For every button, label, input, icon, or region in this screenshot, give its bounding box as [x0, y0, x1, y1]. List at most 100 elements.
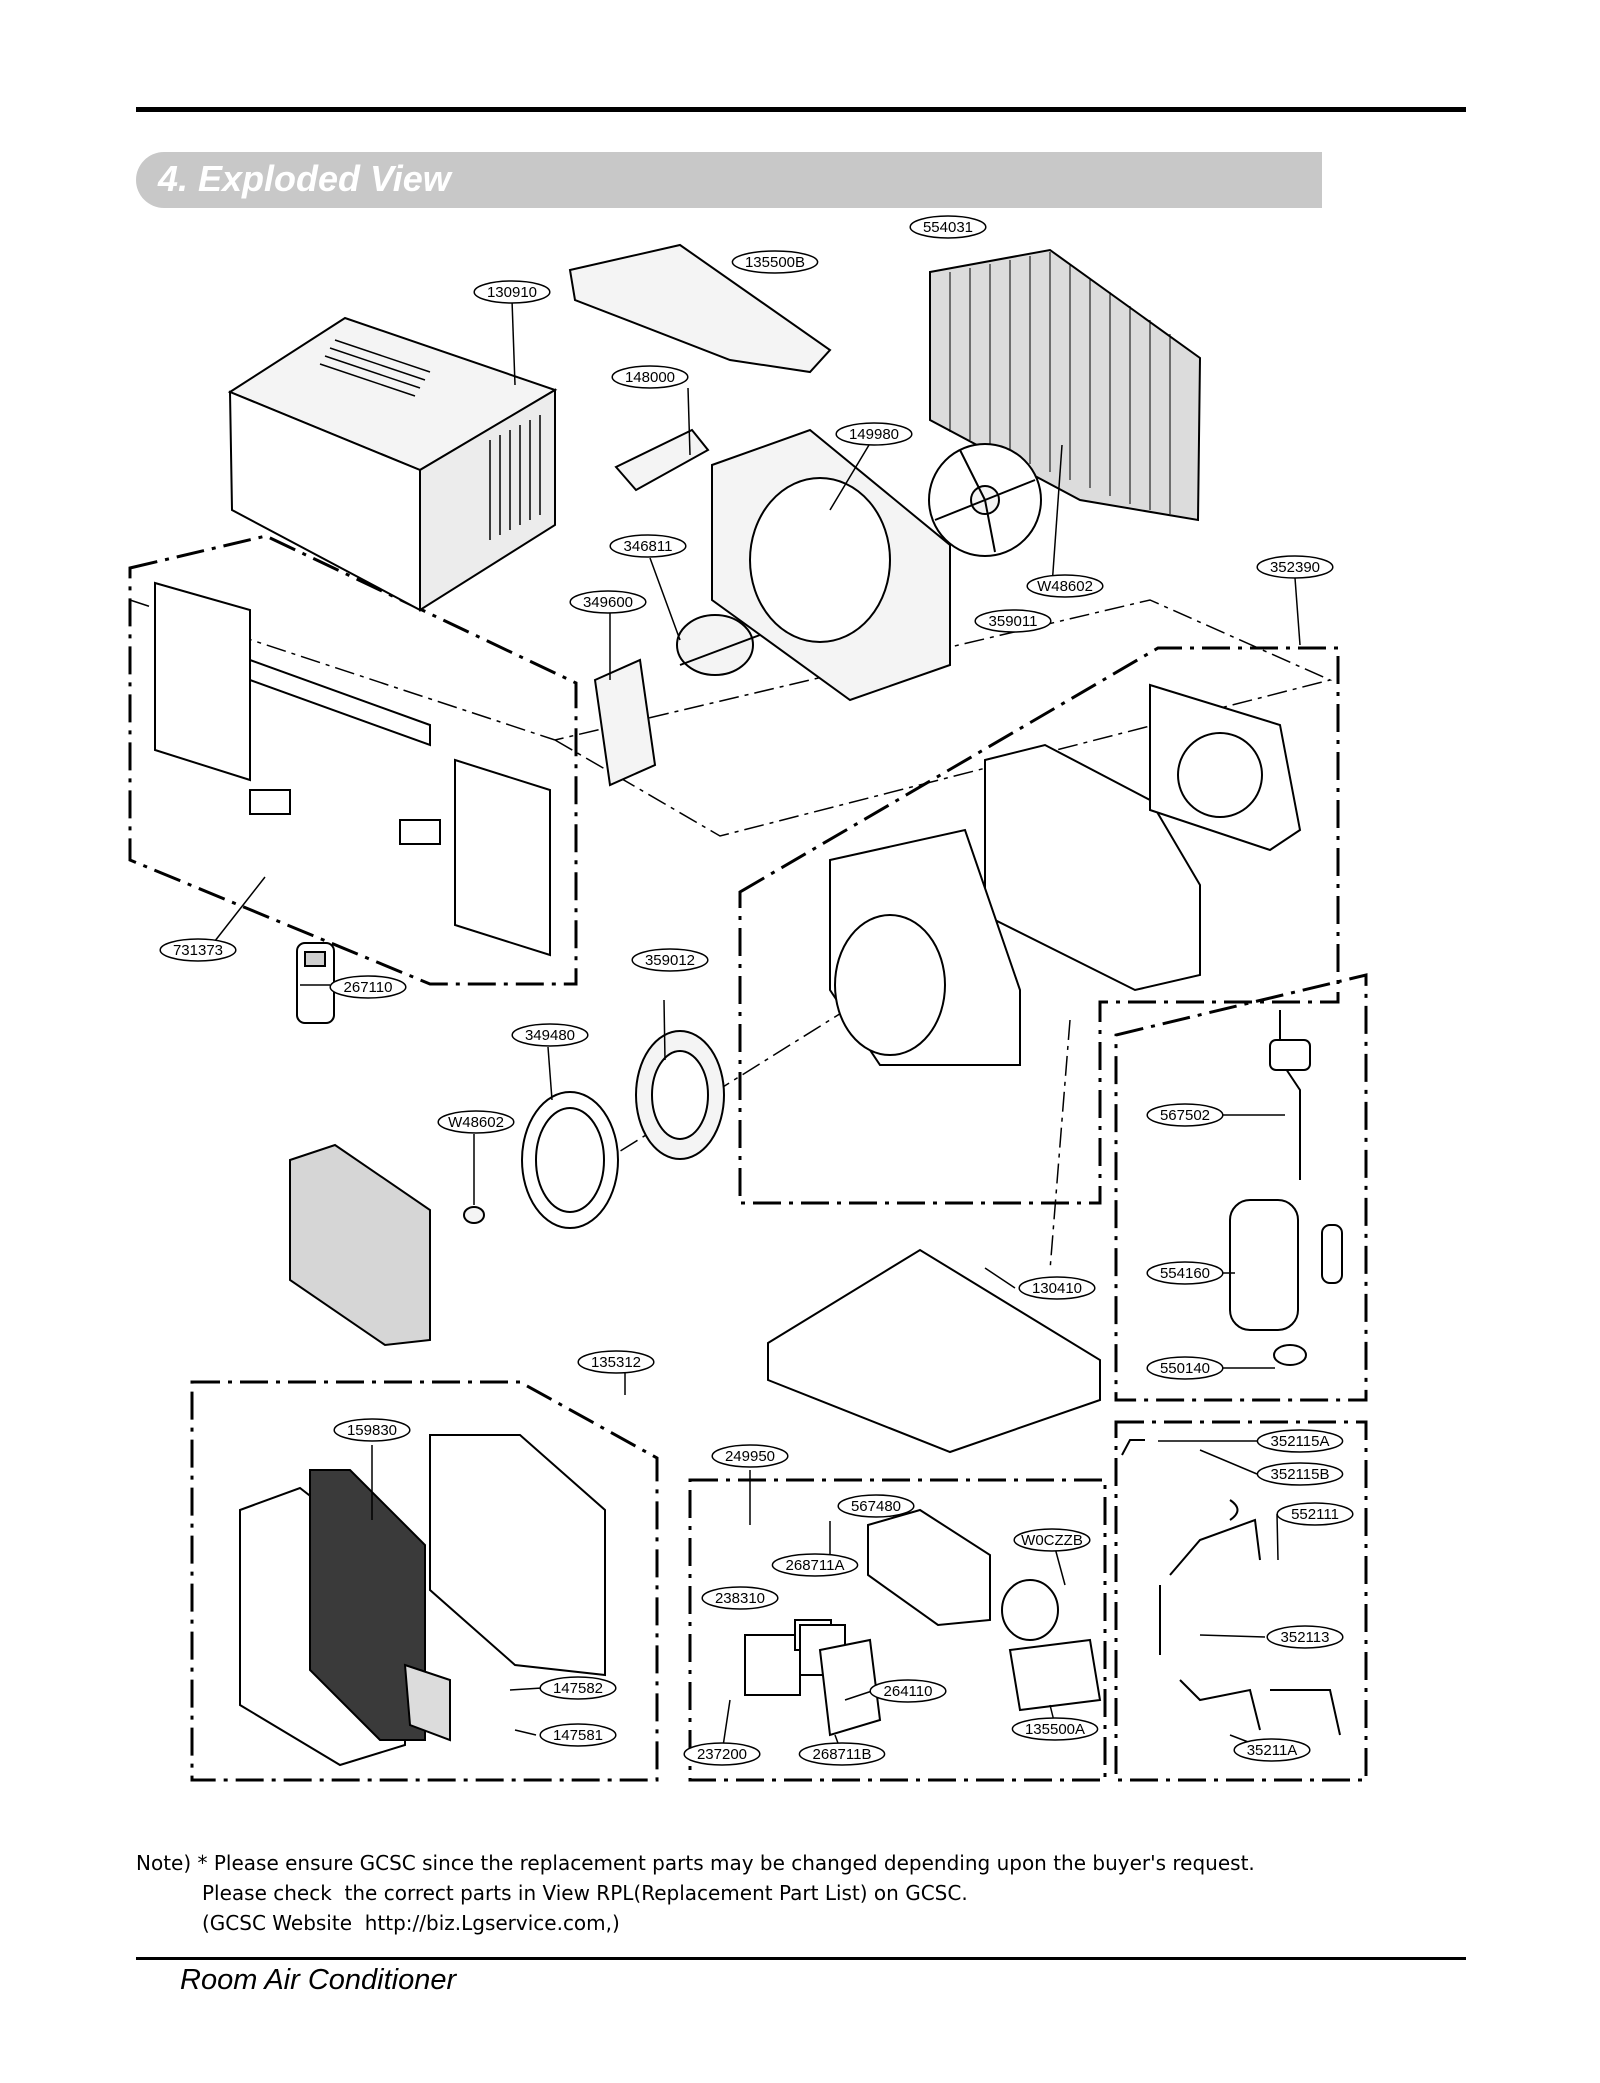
- air-guide-drawing: [521, 1091, 619, 1229]
- part-callout-outline: [837, 1494, 915, 1518]
- part-callout: 159830: [333, 1418, 411, 1442]
- leader-lines: [210, 299, 1301, 1755]
- part-callout: 130410: [1018, 1276, 1096, 1300]
- part-number-label: 352115A: [1271, 1433, 1330, 1450]
- group-box-control: [688, 1478, 1107, 1782]
- part-callout: 149980: [835, 422, 913, 446]
- section-title: 4. Exploded View: [158, 158, 451, 199]
- part-number-label: 346811: [624, 538, 673, 555]
- part-callout-outline: [1013, 1528, 1091, 1552]
- part-number-label: W48602: [1037, 578, 1093, 595]
- part-number-label: W48602: [448, 1114, 504, 1131]
- part-callout: 148000: [611, 365, 689, 389]
- bracket-drawing: [614, 428, 710, 492]
- part-number-label: 135312: [591, 1354, 641, 1371]
- part-callout-outline: [611, 365, 689, 389]
- part-callout-outline: [1146, 1261, 1224, 1285]
- part-callout: 264110: [869, 1679, 947, 1703]
- part-number-label: 267110: [344, 979, 393, 996]
- part-callout-outline: [1256, 1462, 1344, 1486]
- part-callout-outline: [333, 1418, 411, 1442]
- base-pan-drawing: [767, 1248, 1101, 1454]
- part-callout: W48602: [437, 1110, 515, 1134]
- part-callout: 135312: [577, 1350, 655, 1374]
- part-number-label: 148000: [625, 369, 675, 386]
- front-frame-drawing: [154, 581, 551, 957]
- part-number-label: 567502: [1160, 1107, 1210, 1124]
- part-callout: 552111: [1276, 1502, 1354, 1526]
- orifice-plate-drawing: [711, 428, 951, 702]
- part-callout: 352113: [1266, 1625, 1344, 1649]
- part-number-label: 359011: [989, 613, 1038, 630]
- part-callout-outline: [569, 590, 647, 614]
- part-number-label: 731373: [173, 942, 223, 959]
- part-number-label: 147581: [553, 1727, 603, 1744]
- part-number-label: 554031: [923, 219, 973, 236]
- footer-title: Room Air Conditioner: [180, 1964, 457, 1996]
- part-callout: 554031: [909, 215, 987, 239]
- part-callout-outline: [701, 1586, 779, 1610]
- part-number-label: 147582: [553, 1680, 603, 1697]
- part-number-label: 130410: [1032, 1280, 1082, 1297]
- part-callout: 359011: [974, 609, 1052, 633]
- motor-mount-drawing: [593, 658, 657, 787]
- part-callout: 349600: [569, 590, 647, 614]
- top-rule: [136, 107, 1466, 112]
- top-shield-drawing: [568, 243, 832, 374]
- part-callout-outline: [869, 1679, 947, 1703]
- nut-drawing: [463, 1206, 485, 1224]
- part-number-label: 352115B: [1271, 1466, 1330, 1483]
- section-title-bar: 4. Exploded View: [136, 152, 1322, 208]
- part-callout: 567480: [837, 1494, 915, 1518]
- part-number-label: 238310: [715, 1590, 765, 1607]
- part-callout: 268711B: [798, 1742, 886, 1766]
- part-number-label: 135500B: [745, 254, 805, 271]
- part-callout-outline: [1146, 1356, 1224, 1380]
- part-callout-outline: [511, 1023, 589, 1047]
- part-callout: 550140: [1146, 1356, 1224, 1380]
- part-callout: W48602: [1026, 574, 1104, 598]
- part-callout-outline: [609, 534, 687, 558]
- part-number-label: 550140: [1160, 1360, 1210, 1377]
- part-callout: 352115B: [1256, 1462, 1344, 1486]
- part-callout: 147582: [539, 1676, 617, 1700]
- part-callout: 359012: [631, 948, 709, 972]
- note-line-2: Please check the correct parts in View R…: [202, 1881, 968, 1905]
- part-callout-outline: [473, 280, 551, 304]
- group-box-piping: [1114, 1420, 1368, 1782]
- part-callout: 35211A: [1233, 1738, 1311, 1762]
- part-callout-outline: [437, 1110, 515, 1134]
- part-callout: 346811: [609, 534, 687, 558]
- cabinet-drawing: [227, 316, 558, 612]
- part-number-label: 149980: [849, 426, 899, 443]
- part-callout: 135500A: [1011, 1717, 1099, 1741]
- part-callout-outline: [1026, 574, 1104, 598]
- part-callout-outline: [909, 215, 987, 239]
- part-callout-outline: [771, 1553, 859, 1577]
- part-callout-outline: [329, 975, 407, 999]
- group-box-front-grille: [190, 1380, 659, 1782]
- part-number-label: W0CZZB: [1021, 1532, 1083, 1549]
- part-callout: 352390: [1256, 555, 1334, 579]
- part-number-label: 352113: [1281, 1629, 1330, 1646]
- part-callout: 731373: [159, 938, 237, 962]
- part-callout-outline: [731, 250, 819, 274]
- part-number-label: 552111: [1291, 1506, 1339, 1523]
- evaporator-drawing: [289, 1143, 431, 1347]
- part-callout-outline: [539, 1723, 617, 1747]
- part-callout-outline: [1233, 1738, 1311, 1762]
- part-number-label: 349600: [583, 594, 633, 611]
- note: Note) * Please ensure GCSC since the rep…: [136, 1848, 1255, 1938]
- group-box-front-frame: [128, 534, 578, 986]
- remote-control-drawing: [296, 942, 335, 1024]
- part-callout: 567502: [1146, 1103, 1224, 1127]
- part-callout-outline: [159, 938, 237, 962]
- part-callout-outline: [711, 1444, 789, 1468]
- part-callout: 352115A: [1256, 1429, 1344, 1453]
- part-callout: 135500B: [731, 250, 819, 274]
- condenser-fan-drawing: [928, 443, 1042, 557]
- motor-drawing: [676, 614, 761, 676]
- part-number-label: 554160: [1160, 1265, 1210, 1282]
- part-callout-outline: [974, 609, 1052, 633]
- part-callout-outline: [1146, 1103, 1224, 1127]
